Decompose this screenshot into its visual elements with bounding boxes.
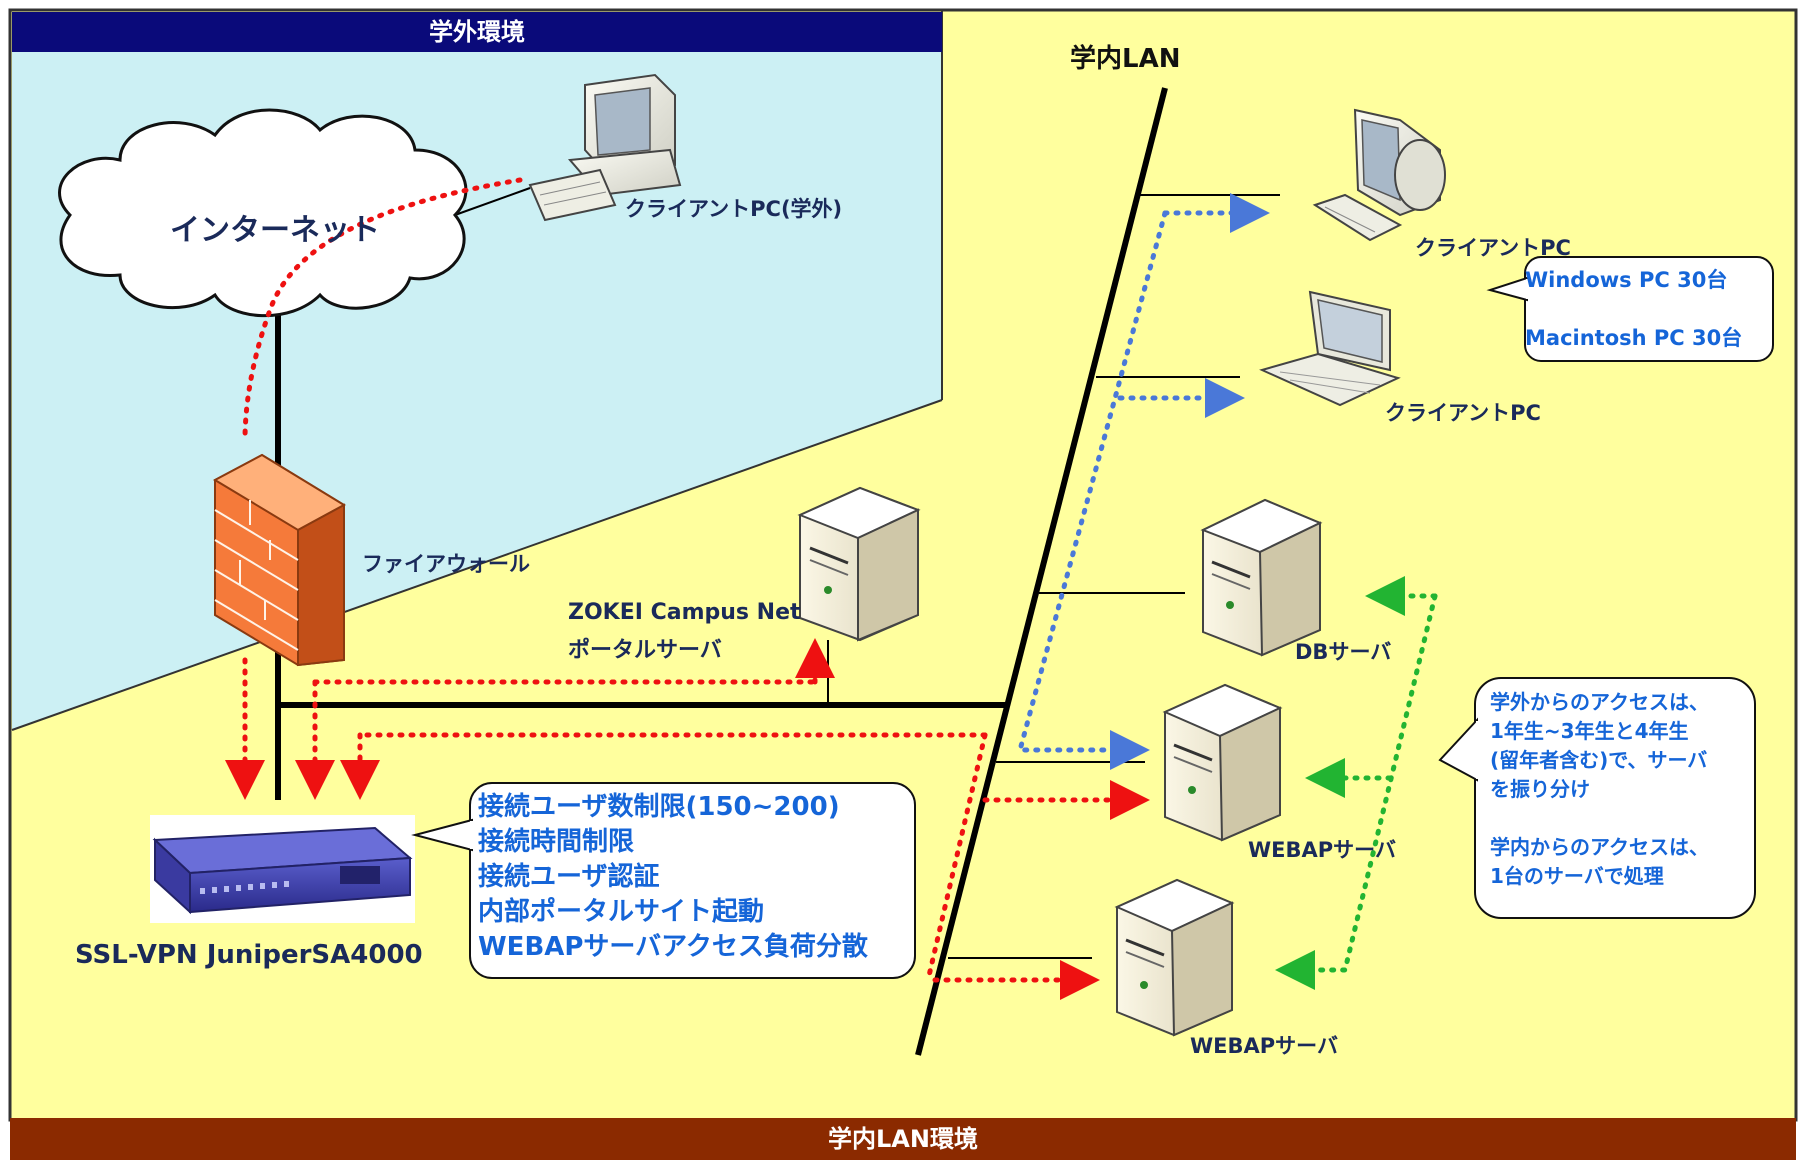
ssl-vpn-appliance-icon (150, 815, 415, 923)
portal-label-line1: ZOKEI Campus Net (568, 600, 801, 625)
internet-label: インターネット (170, 213, 380, 248)
webap-server-label-2: WEBAPサーバ (1190, 1034, 1338, 1058)
vpn-features-callout (411, 782, 916, 979)
portal-server-icon (797, 486, 921, 642)
external-access-path (225, 177, 1150, 1000)
pc-count-callout (1486, 256, 1774, 362)
vpn-feature-2: 接続時間制限 (478, 827, 635, 857)
lan-title: 学内LAN (1070, 44, 1181, 74)
outside-header: 学外環境 (429, 18, 525, 46)
firewall-icon (212, 453, 347, 667)
footer-bar (10, 1118, 1796, 1160)
footer-title: 学内LAN環境 (828, 1125, 978, 1153)
access-line-7: 1台のサーバで処理 (1490, 864, 1664, 888)
webap-server-icon-2 (1114, 878, 1235, 1037)
webap-server-icon-1 (1162, 683, 1283, 842)
client-outside-label: クライアントPC(学外) (625, 197, 843, 221)
access-text: 学外からのアクセスは、 1年生~3年生と4年生 (留年者含む)で、サーバ を振り… (1490, 688, 1709, 891)
vpn-feature-1: 接続ユーザ数制限(150~200) (478, 792, 840, 822)
access-line-1: 学外からのアクセスは、 (1490, 690, 1709, 714)
vpn-feature-4: 内部ポータルサイト起動 (478, 897, 765, 927)
vpn-features-text: 接続ユーザ数制限(150~200) 接続時間制限 接続ユーザ認証 内部ポータルサ… (478, 790, 868, 965)
outside-header-bar (12, 12, 942, 52)
client-pc-label-2: クライアントPC (1385, 401, 1541, 425)
db-server-icon (1200, 498, 1323, 657)
client-pc-icon-1 (1312, 108, 1446, 242)
access-line-6: 学内からのアクセスは、 (1490, 835, 1709, 859)
client-pc-label-1: クライアントPC (1415, 236, 1571, 260)
internet-cloud (58, 108, 468, 318)
webap-server-label-1: WEBAPサーバ (1248, 838, 1396, 862)
vpn-feature-5: WEBAPサーバアクセス負荷分散 (478, 932, 868, 962)
access-line-4: を振り分け (1490, 777, 1590, 801)
access-line-5 (1490, 804, 1709, 833)
sslvpn-label: SSL-VPN JuniperSA4000 (75, 940, 423, 970)
internal-access-path (1016, 193, 1270, 770)
portal-label-line2: ポータルサーバ (568, 638, 722, 663)
desktop-computer-icon (528, 73, 682, 222)
db-server-label: DBサーバ (1295, 640, 1392, 664)
lan-backbone (915, 87, 1168, 1056)
laptop-icon (1259, 290, 1401, 407)
access-callout (1438, 677, 1756, 919)
windows-pc-count: Windows PC 30台 (1525, 268, 1728, 292)
access-line-3: (留年者含む)で、サーバ (1490, 748, 1708, 772)
load-balancing-path (1275, 576, 1438, 990)
access-line-2: 1年生~3年生と4年生 (1490, 719, 1689, 743)
firewall-label: ファイアウォール (362, 552, 530, 576)
vpn-feature-3: 接続ユーザ認証 (478, 862, 660, 892)
macintosh-pc-count: Macintosh PC 30台 (1525, 326, 1743, 350)
